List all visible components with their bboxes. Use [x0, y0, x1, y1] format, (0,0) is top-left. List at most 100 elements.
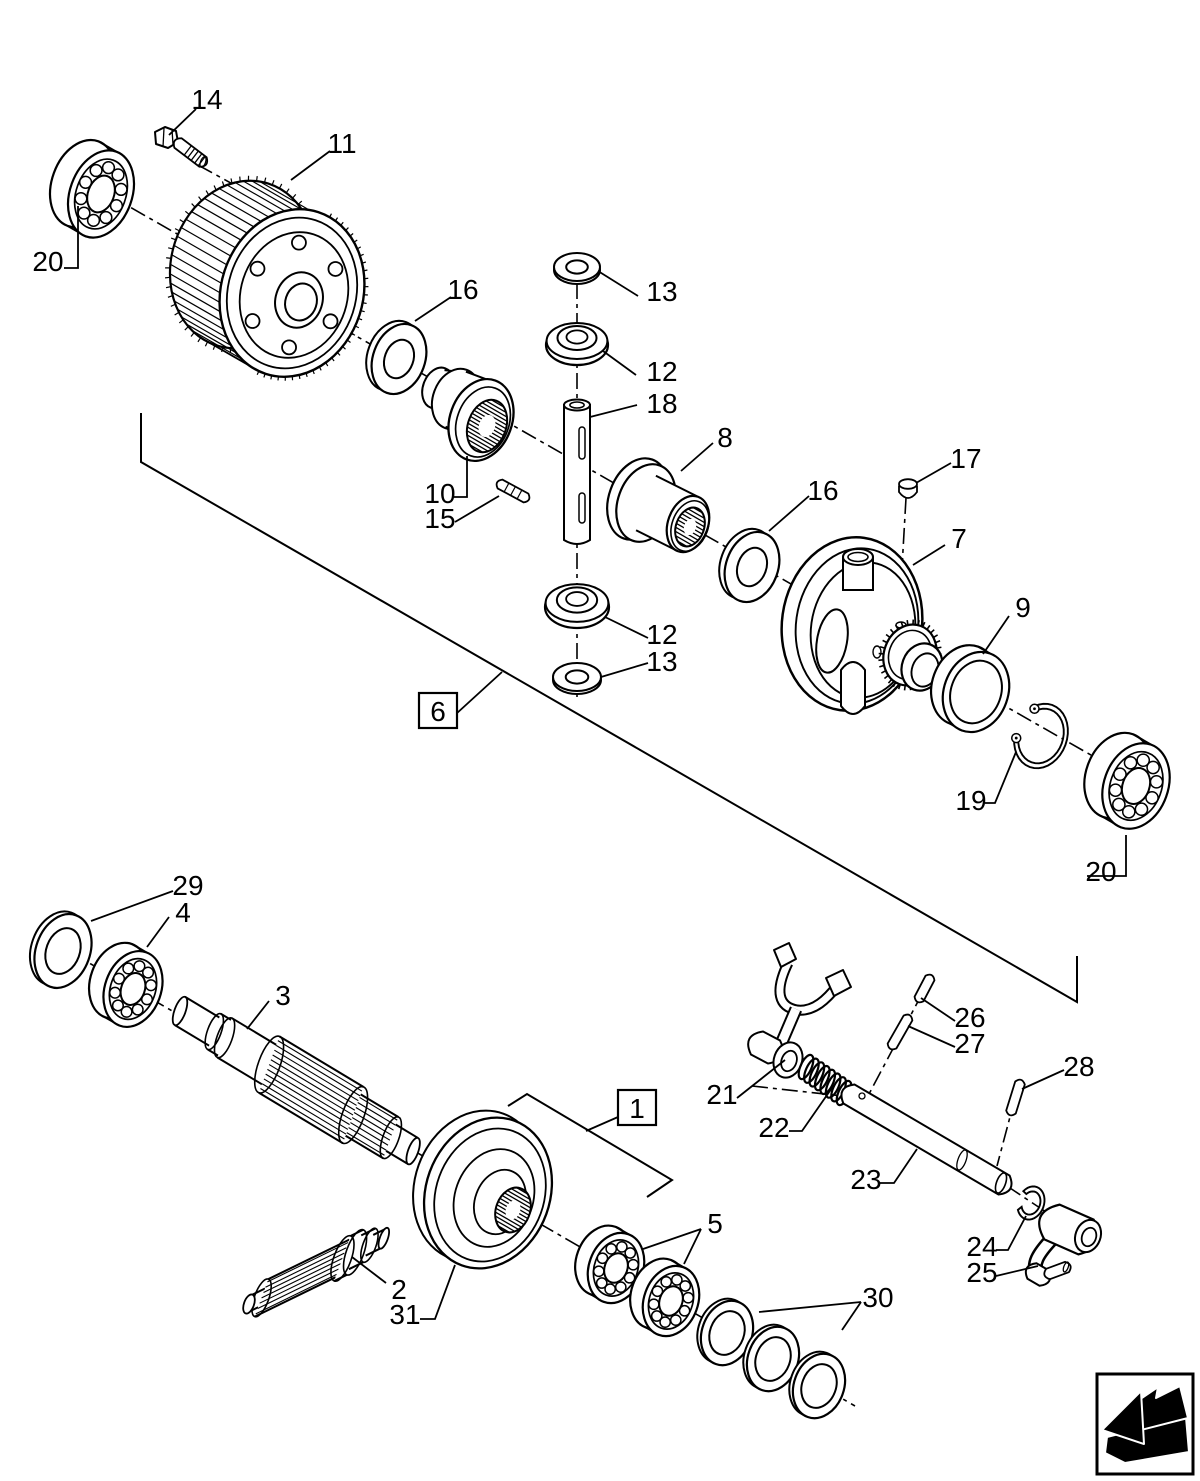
callout-label[interactable]: 1	[629, 1093, 645, 1124]
callout-12[interactable]: 12	[602, 350, 678, 387]
callout-label[interactable]: 20	[1085, 856, 1116, 887]
gear-31	[412, 1109, 554, 1270]
callout-16[interactable]: 16	[414, 274, 479, 322]
callout-28[interactable]: 28	[1021, 1051, 1095, 1090]
group-bracket-6	[140, 413, 1078, 1004]
callout-label[interactable]: 9	[1015, 592, 1031, 623]
callout-label[interactable]: 27	[954, 1028, 985, 1059]
ring-9	[930, 644, 1011, 734]
callout-3[interactable]: 3	[246, 980, 291, 1030]
callout-box	[616, 1088, 658, 1127]
callout-label[interactable]: 13	[646, 276, 677, 307]
callout-label[interactable]: 12	[646, 356, 677, 387]
callout-30[interactable]: 30	[758, 1282, 894, 1331]
callout-label[interactable]: 23	[850, 1164, 881, 1195]
group-bracket-1	[507, 1092, 674, 1198]
shaft-2	[242, 1226, 391, 1318]
gear-8	[606, 457, 711, 554]
callout-label[interactable]: 8	[717, 422, 733, 453]
callout-4[interactable]: 4	[146, 897, 191, 948]
spacer-18	[563, 398, 591, 545]
callout-27[interactable]: 27	[907, 1025, 986, 1059]
callout-7[interactable]: 7	[912, 523, 967, 566]
callout-label[interactable]: 20	[32, 246, 63, 277]
spring-22	[797, 1053, 853, 1107]
callout-label[interactable]: 14	[191, 84, 222, 115]
callout-15[interactable]: 15	[424, 495, 500, 534]
callout-22[interactable]: 22	[758, 1084, 835, 1143]
callout-23[interactable]: 23	[850, 1148, 918, 1195]
callout-label[interactable]: 6	[430, 696, 446, 727]
axis-bolt	[197, 164, 261, 200]
callout-label[interactable]: 17	[950, 443, 981, 474]
callout-label[interactable]: 26	[954, 1002, 985, 1033]
callout-label[interactable]: 11	[327, 128, 356, 159]
callout-label[interactable]: 18	[646, 388, 677, 419]
callout-label[interactable]: 12	[646, 619, 677, 650]
callout-9[interactable]: 9	[982, 592, 1031, 655]
callout-14[interactable]: 14	[168, 84, 223, 136]
callout-label[interactable]: 19	[955, 785, 986, 816]
washer-16-lower	[718, 527, 781, 604]
callout-21[interactable]: 21	[706, 1059, 786, 1110]
callout-label[interactable]: 10	[424, 478, 455, 509]
callout-13[interactable]: 13	[600, 646, 678, 678]
callout-10[interactable]: 10	[424, 456, 468, 509]
callout-6[interactable]: 6	[417, 671, 503, 730]
housing-7	[780, 536, 944, 715]
callout-12[interactable]: 12	[604, 616, 678, 650]
callout-19[interactable]: 19	[955, 751, 1017, 816]
callout-label[interactable]: 13	[646, 646, 677, 677]
callout-11[interactable]: 11	[290, 128, 357, 181]
callout-16[interactable]: 16	[768, 475, 839, 532]
callout-24[interactable]: 24	[966, 1215, 1027, 1262]
callout-31[interactable]: 31	[389, 1264, 456, 1330]
washer-30-b	[742, 1323, 801, 1393]
callout-label[interactable]: 2	[391, 1274, 407, 1305]
callout-25[interactable]: 25	[966, 1257, 1039, 1288]
callout-label[interactable]: 16	[447, 274, 478, 305]
callout-13[interactable]: 13	[597, 270, 678, 307]
callout-label[interactable]: 31	[389, 1299, 420, 1330]
washer-29	[28, 910, 93, 989]
rod-23	[840, 1083, 1013, 1196]
bearing-20-right	[1083, 731, 1171, 830]
callout-label[interactable]: 5	[707, 1208, 723, 1239]
previous-page-arrow[interactable]	[1095, 1372, 1195, 1476]
bolt-14	[154, 126, 209, 168]
callout-label[interactable]: 16	[807, 475, 838, 506]
callout-label[interactable]: 25	[966, 1257, 997, 1288]
callout-5[interactable]: 5	[642, 1208, 723, 1265]
callout-label[interactable]: 4	[175, 897, 191, 928]
callout-label[interactable]: 24	[966, 1231, 997, 1262]
callout-20[interactable]: 20	[32, 206, 79, 277]
callout-18[interactable]: 18	[589, 388, 678, 419]
callout-1[interactable]: 1	[585, 1088, 658, 1132]
callout-8[interactable]: 8	[680, 422, 733, 472]
callout-label[interactable]: 7	[951, 523, 967, 554]
callout-17[interactable]: 17	[915, 443, 982, 484]
callout-2[interactable]: 2	[351, 1256, 407, 1305]
washer-30-c	[788, 1350, 847, 1420]
callout-label[interactable]: 22	[758, 1112, 789, 1143]
callout-label[interactable]: 28	[1063, 1051, 1094, 1082]
callout-29[interactable]: 29	[90, 870, 204, 922]
callout-label[interactable]: 21	[706, 1079, 737, 1110]
washer-13-lower	[552, 662, 602, 695]
pin-26	[913, 973, 936, 1004]
shaft-3	[171, 995, 421, 1166]
snap-ring-24	[1016, 1185, 1046, 1221]
callout-label[interactable]: 29	[172, 870, 203, 901]
callout-box	[417, 691, 459, 730]
pin-15	[495, 478, 531, 504]
callout-label[interactable]: 3	[275, 980, 291, 1011]
fork-21	[747, 942, 852, 1079]
bearing-4	[88, 941, 164, 1028]
callout-label[interactable]: 30	[862, 1282, 893, 1313]
bearing-5-right	[629, 1257, 701, 1338]
plug-17	[898, 478, 918, 499]
callout-label[interactable]: 15	[424, 503, 455, 534]
callout-26[interactable]: 26	[920, 997, 986, 1033]
callout-20[interactable]: 20	[1085, 835, 1127, 887]
